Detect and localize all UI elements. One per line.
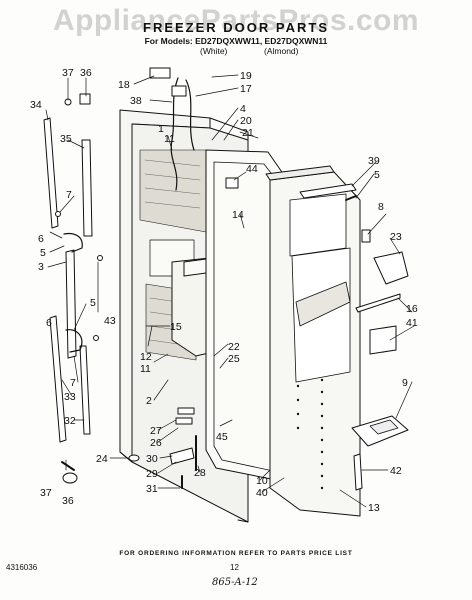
callout-10: 10 [256,475,268,487]
callout-22: 22 [228,341,240,353]
callout-20: 20 [240,115,252,127]
callout-45: 45 [216,431,228,443]
callout-14: 14 [232,209,244,221]
callout-29: 29 [146,468,158,480]
callout-30: 30 [146,453,158,465]
callout-43: 43 [104,315,116,327]
callout-4: 4 [240,103,246,115]
callout-8: 8 [378,201,384,213]
right-side-parts [345,195,409,491]
callout-31: 31 [146,483,158,495]
callout-35: 35 [60,133,72,145]
callout-27: 27 [150,425,162,437]
callout-34: 34 [30,99,42,111]
callout-40: 40 [256,487,268,499]
callout-42: 42 [390,465,402,477]
callout-12: 12 [140,351,152,363]
callout-24: 24 [96,453,108,465]
callout-44: 44 [246,163,258,175]
variant-almond-label: (Almond) [264,46,299,56]
callout-33: 33 [64,391,76,403]
diagram-title: FREEZER DOOR PARTS [143,20,329,35]
leader-lines [45,74,415,508]
callout-7-upper: 7 [66,189,72,201]
callout-6-upper: 6 [38,233,44,245]
callout-11-upper: 11 [164,133,175,145]
callout-26: 26 [150,437,162,449]
callout-9: 9 [402,377,408,389]
inner-door-liner [265,165,361,517]
callout-25: 25 [228,353,240,365]
ordering-note: FOR ORDERING INFORMATION REFER TO PARTS … [119,550,353,557]
callout-5-upper: 5 [40,247,46,259]
callout-17: 17 [240,83,252,95]
callout-39: 39 [368,155,380,167]
page-number: 12 [230,563,239,572]
callout-3: 3 [38,261,44,273]
left-side-parts [43,93,103,484]
callout-38: 38 [130,95,142,107]
watermark: AppliancePartsPros.com [52,4,420,37]
callout-numbers: 37 36 34 35 7 6 5 3 5 43 6 7 33 32 18 19… [30,67,418,514]
callout-36-bottom: 36 [62,495,74,507]
handwritten-annotation: 865-A-12 [212,577,258,588]
callout-37-top: 37 [62,67,74,79]
callout-36-top: 36 [80,67,92,79]
callout-32: 32 [64,415,76,427]
callout-18: 18 [118,79,130,91]
callout-28: 28 [194,467,206,479]
callout-13: 13 [368,502,380,514]
callout-2: 2 [146,395,152,407]
callout-11-lower: 11 [140,363,151,375]
bottom-hinge-hardware [128,407,197,489]
callout-21: 21 [242,127,254,139]
callout-5-lower: 5 [90,297,96,309]
callout-1: 1 [158,123,164,135]
callout-5-right: 5 [374,169,380,181]
callout-15: 15 [170,321,182,333]
document-number: 4316036 [6,563,38,572]
door-liner-frame [205,149,287,483]
callout-23: 23 [390,231,402,243]
callout-6-lower: 6 [46,317,52,329]
callout-19: 19 [240,70,252,82]
variant-white-label: (White) [200,46,228,56]
callout-41: 41 [406,317,418,329]
model-numbers: For Models: ED27DQXWW11, ED27DQXWN11 [144,36,328,46]
callout-37-bottom: 37 [40,487,52,499]
callout-7-lower: 7 [70,377,76,389]
callout-16: 16 [406,303,418,315]
